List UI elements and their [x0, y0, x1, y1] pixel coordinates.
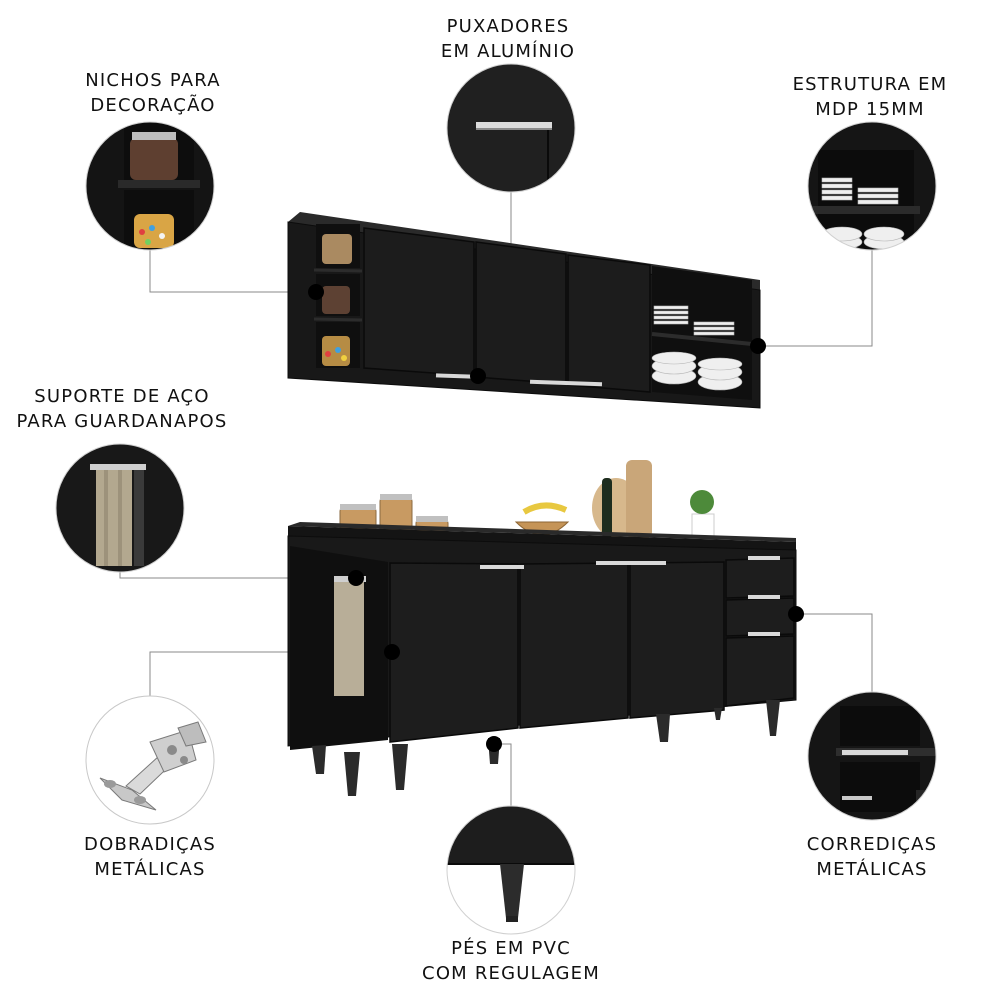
label-nichos: NICHOS PARA DECORAÇÃO: [68, 68, 238, 118]
label-estrutura: ESTRUTURA EM MDP 15MM: [780, 72, 960, 122]
label-pes-line2: COM REGULAGEM: [422, 963, 600, 984]
label-pes-line1: PÉS EM PVC: [451, 938, 571, 959]
label-estrutura-line2: MDP 15MM: [815, 99, 925, 120]
lower-handles: [480, 556, 780, 636]
leader-line-nichos: [149, 250, 316, 293]
detail-circle-estrutura: [807, 121, 937, 251]
detail-circle-pes: [446, 805, 576, 935]
detail-circle-corredicas: [807, 691, 937, 821]
label-puxadores: PUXADORES EM ALUMÍNIO: [420, 14, 596, 64]
upper-doors: [363, 227, 651, 393]
label-corredicas: CORREDIÇAS METÁLICAS: [792, 832, 952, 882]
lower-legs: [312, 700, 780, 796]
lower-markers: [348, 570, 804, 752]
upper-plates: [651, 305, 743, 391]
marker-nichos: [308, 284, 324, 300]
label-corredicas-line1: CORREDIÇAS: [806, 834, 938, 855]
upper-markers: [308, 284, 766, 384]
upper-cabinet: [287, 212, 761, 409]
label-nichos-line2: DECORAÇÃO: [90, 95, 216, 116]
marker-corredicas: [788, 606, 804, 622]
detail-circle-puxadores: [446, 63, 576, 193]
label-estrutura-line1: ESTRUTURA EM: [792, 74, 948, 95]
leader-line-suporte: [119, 572, 356, 579]
marker-pes: [486, 736, 502, 752]
label-puxadores-line1: PUXADORES: [446, 16, 570, 37]
detail-circle-nichos: [85, 121, 215, 251]
marker-estrutura: [750, 338, 766, 354]
upper-handle-left: [435, 373, 473, 379]
label-puxadores-line2: EM ALUMÍNIO: [440, 41, 576, 62]
label-nichos-line1: NICHOS PARA: [85, 70, 221, 91]
lower-cabinet: [287, 522, 797, 796]
label-suporte-line2: PARA GUARDANAPOS: [16, 411, 228, 432]
label-corredicas-line2: METÁLICAS: [816, 859, 928, 880]
label-dobradicas: DOBRADIÇAS METÁLICAS: [70, 832, 230, 882]
detail-circle-dobradicas: [85, 695, 215, 825]
label-suporte-line1: SUPORTE DE AÇO: [34, 386, 210, 407]
label-suporte: SUPORTE DE AÇO PARA GUARDANAPOS: [8, 384, 236, 434]
detail-circle-suporte: [55, 443, 185, 573]
marker-suporte: [348, 570, 364, 586]
leader-line-corredicas: [796, 613, 873, 692]
upper-handle-right: [529, 379, 603, 387]
label-pes: PÉS EM PVC COM REGULAGEM: [406, 936, 616, 986]
marker-puxadores: [470, 368, 486, 384]
lower-doors: [389, 557, 795, 743]
marker-dobradicas: [384, 644, 400, 660]
label-dobradicas-line1: DOBRADIÇAS: [84, 834, 216, 855]
leader-line-estrutura: [758, 250, 873, 347]
upper-left-niches: [313, 224, 363, 368]
label-dobradicas-line2: METÁLICAS: [94, 859, 206, 880]
